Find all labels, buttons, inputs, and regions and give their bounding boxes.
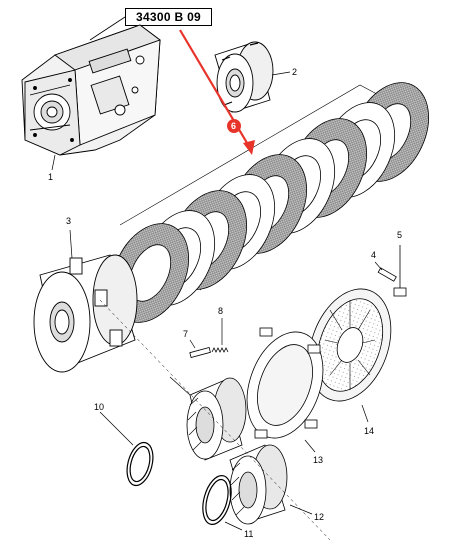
- callout-13: 14: [364, 426, 374, 436]
- callout-12: 13: [313, 455, 323, 465]
- snap-ring: [202, 475, 232, 525]
- highlight-badge: [227, 119, 241, 133]
- callout-5: 5: [397, 230, 402, 240]
- part-reference-code: 34300 B 09: [125, 8, 212, 26]
- circlip: [126, 441, 154, 487]
- callout-10: 11: [244, 529, 253, 539]
- spring: [211, 347, 229, 353]
- clutch-drum-top: [214, 41, 274, 113]
- gear-14: [186, 377, 247, 461]
- callout-3: 3: [66, 216, 71, 226]
- transmission-housing: [21, 24, 161, 156]
- gear-11: [229, 444, 288, 525]
- callout-6: 6: [231, 121, 236, 131]
- bolt: [393, 245, 407, 297]
- flanged-plate: [246, 327, 324, 439]
- callout-2: 2: [292, 67, 297, 77]
- dowel-pin: [189, 346, 211, 358]
- callout-8: 8: [218, 306, 223, 316]
- pressure-plate: [308, 288, 392, 402]
- callout-9: 10: [94, 402, 104, 412]
- callout-1: 1: [48, 172, 53, 182]
- clutch-plate-pack: [111, 82, 429, 323]
- clutch-hub: [33, 254, 138, 373]
- callout-4: 4: [371, 250, 376, 260]
- callout-7: 7: [183, 329, 188, 339]
- callout-11: 12: [314, 512, 324, 522]
- pin: [377, 267, 397, 282]
